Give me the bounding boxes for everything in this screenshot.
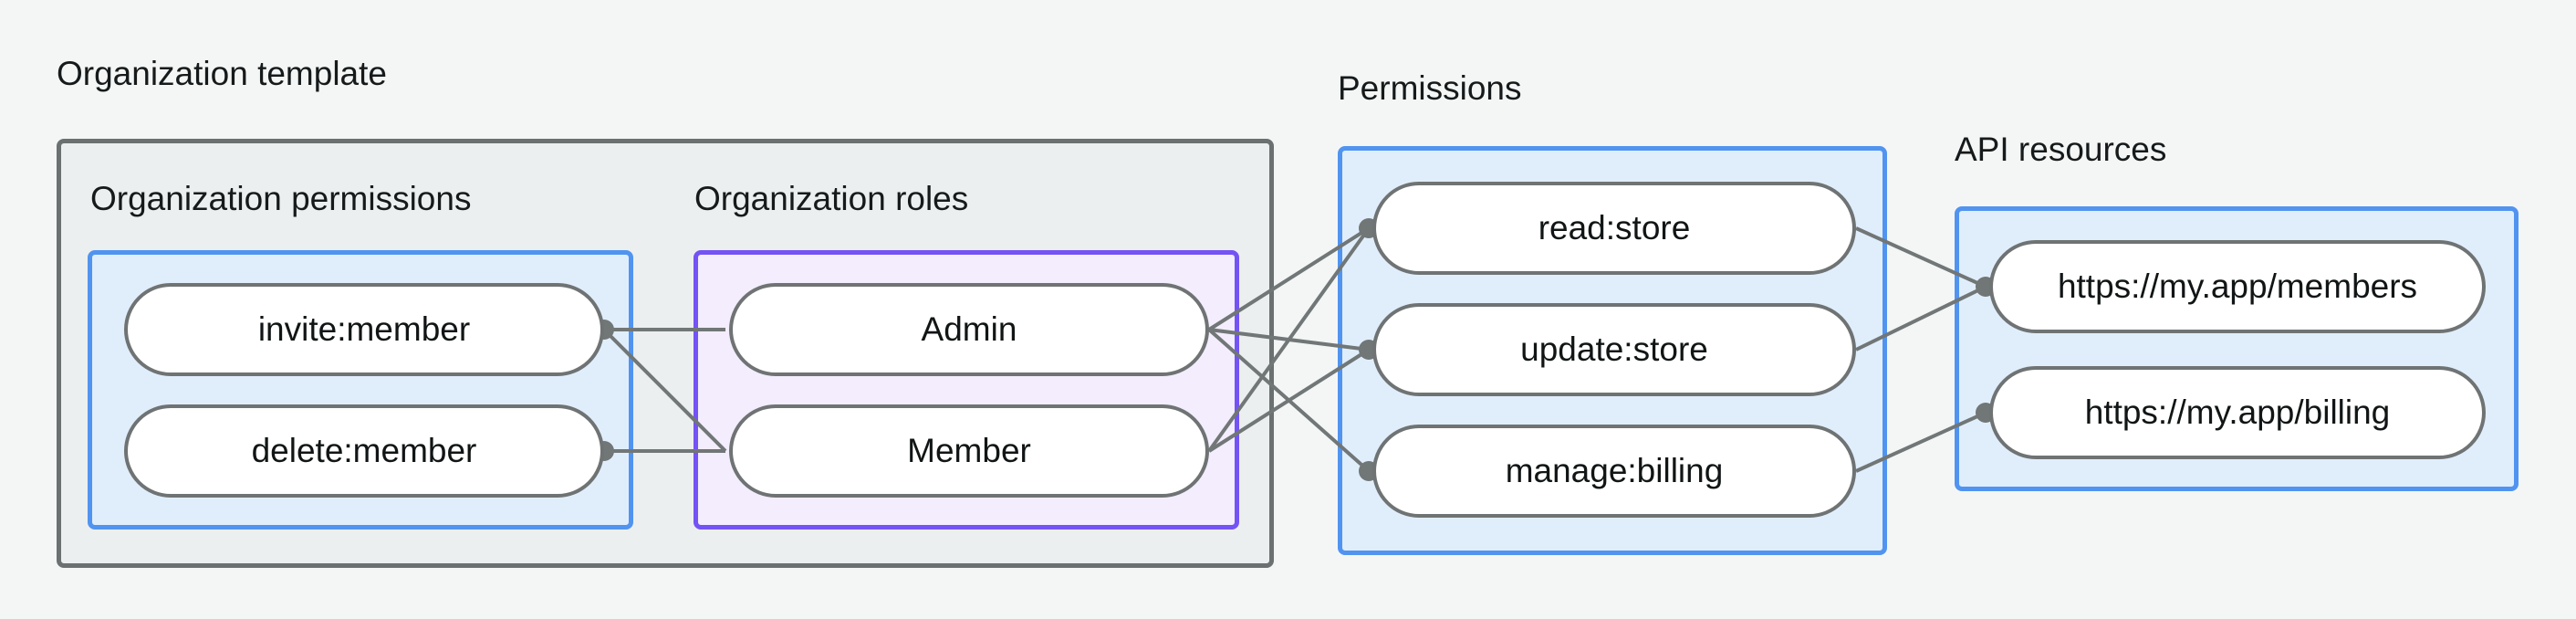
node-delete-member[interactable]: delete:member — [124, 404, 604, 498]
sub-label-organization-permissions: Organization permissions — [90, 180, 472, 217]
group-label-organization-template: Organization template — [57, 55, 387, 92]
node-invite-member[interactable]: invite:member — [124, 283, 604, 376]
sub-label-organization-roles: Organization roles — [694, 180, 969, 217]
group-label-permissions: Permissions — [1338, 69, 1522, 107]
node-manage-billing[interactable]: manage:billing — [1372, 425, 1856, 518]
node-update-store[interactable]: update:store — [1372, 303, 1856, 396]
group-label-api-resources: API resources — [1955, 131, 2167, 168]
node-members-url[interactable]: https://my.app/members — [1989, 240, 2486, 333]
node-billing-url[interactable]: https://my.app/billing — [1989, 366, 2486, 459]
node-member[interactable]: Member — [729, 404, 1209, 498]
node-read-store[interactable]: read:store — [1372, 182, 1856, 275]
node-admin[interactable]: Admin — [729, 283, 1209, 376]
